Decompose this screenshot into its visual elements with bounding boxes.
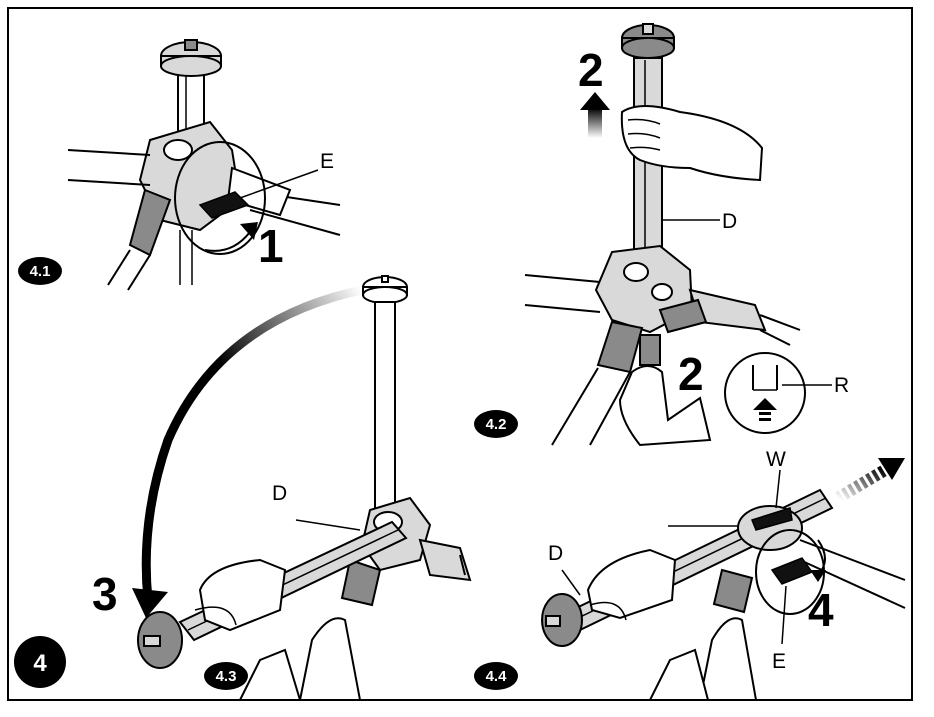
svg-text:4.3: 4.3 — [216, 668, 237, 685]
svg-text:4.2: 4.2 — [486, 416, 507, 433]
label-d: D — [548, 542, 563, 565]
tripod-leg — [714, 570, 752, 612]
label-r: R — [834, 374, 849, 397]
step-2-push: 2 — [678, 348, 704, 400]
svg-text:4.1: 4.1 — [30, 263, 51, 280]
step-4: 4 — [808, 584, 834, 636]
tripod-leg — [130, 190, 170, 255]
svg-text:4.4: 4.4 — [486, 668, 508, 685]
label-e: E — [772, 650, 786, 673]
panel-4-3: 3 D 4.3 4 — [14, 276, 470, 700]
hand-right — [300, 618, 360, 700]
hand-left — [588, 550, 675, 618]
tripod-head — [738, 506, 802, 550]
label-d: D — [722, 210, 737, 233]
label-d: D — [272, 482, 287, 505]
svg-text:4: 4 — [33, 650, 47, 677]
hand-right — [700, 618, 756, 700]
step-1: 1 — [258, 220, 284, 272]
step-3: 3 — [92, 568, 118, 620]
panel-4-4: D W E 4 4.4 — [474, 448, 905, 700]
label-w: W — [766, 448, 786, 471]
tripod-leg — [598, 322, 642, 372]
panel-4-2: D 2 2 R 4 — [474, 24, 849, 445]
step-2-up: 2 — [578, 44, 604, 96]
panel-4-1: E 1 4.1 — [18, 40, 340, 290]
label-e: E — [320, 150, 334, 173]
hand-left — [200, 560, 285, 630]
